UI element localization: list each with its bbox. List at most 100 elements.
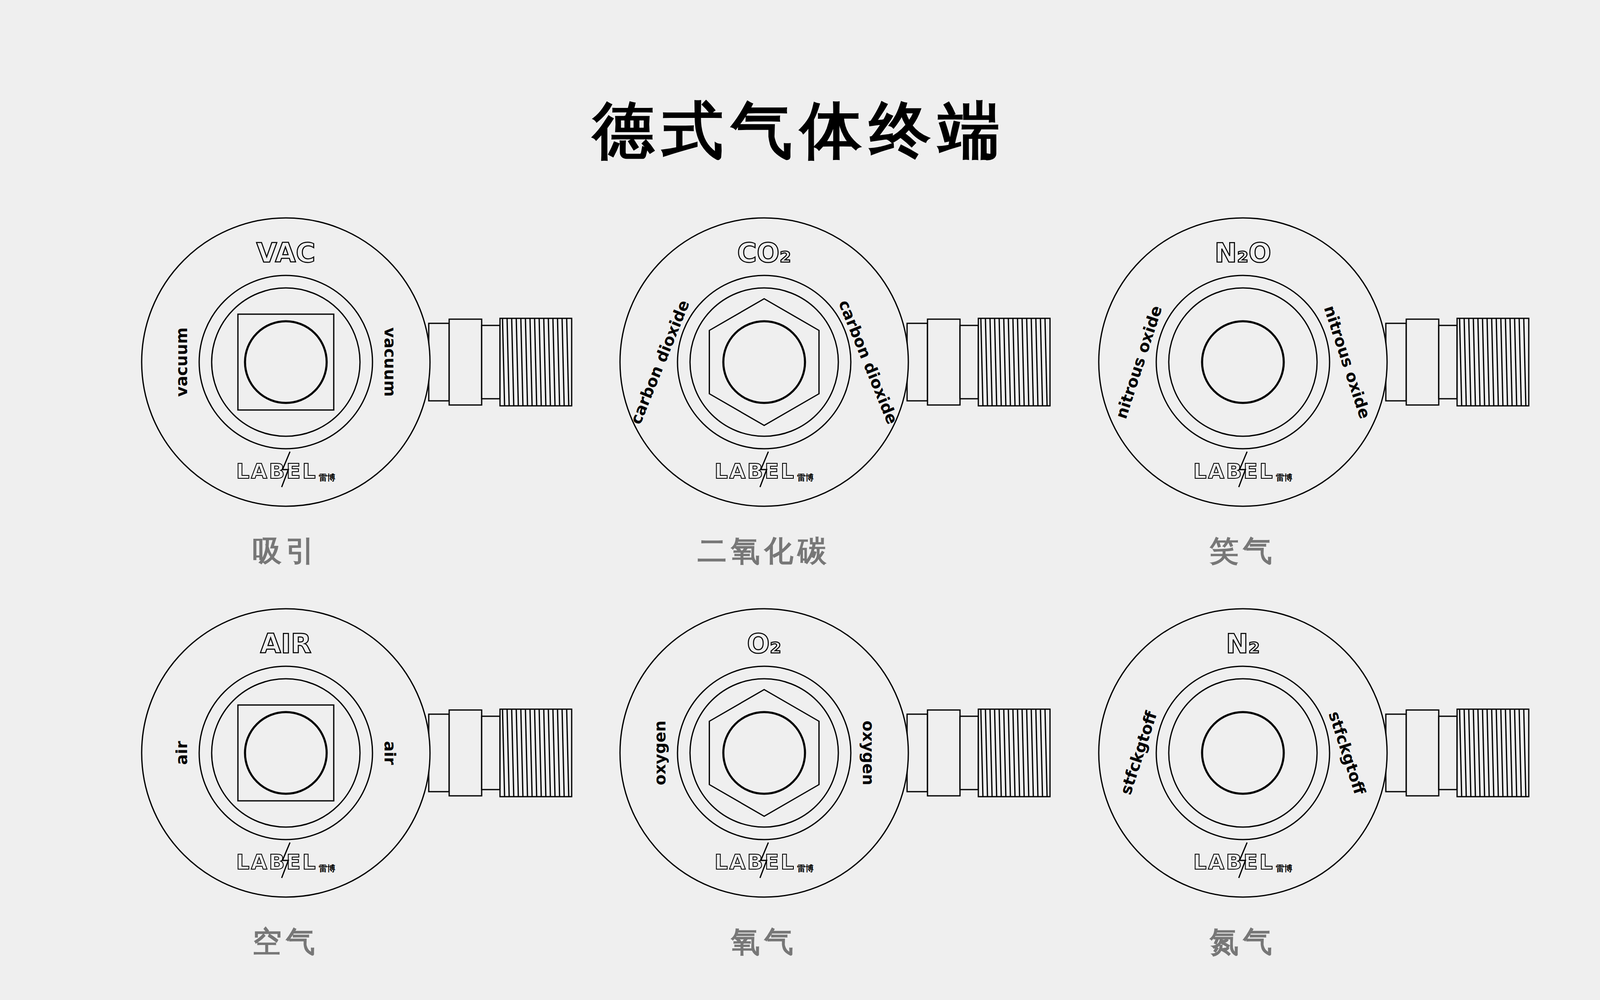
gas-caption: 吸引 <box>252 536 320 566</box>
thread-line <box>1031 709 1034 797</box>
thread-line <box>1500 709 1503 797</box>
gas-caption: 二氧化碳 <box>697 536 831 566</box>
brand-logo: LABEL雷博 <box>1193 851 1293 873</box>
thread-line <box>557 318 560 406</box>
thread-line <box>980 709 983 797</box>
thread-line <box>1482 318 1485 406</box>
shaft <box>960 716 979 790</box>
brand-logo-cn: 雷博 <box>1275 864 1293 873</box>
thread-line <box>530 709 533 797</box>
outer-ring <box>141 217 430 507</box>
brand-logo-text: LABEL <box>236 851 318 873</box>
gas-name: air <box>382 740 398 765</box>
square-key <box>237 705 334 801</box>
collar <box>449 710 482 796</box>
brand-logo-cn: 雷博 <box>318 473 336 482</box>
thread-line <box>1473 709 1476 797</box>
thread-line <box>539 709 542 797</box>
thread-line <box>548 709 551 797</box>
thread-line <box>511 318 514 406</box>
brand-logo-text: LABEL <box>714 851 796 873</box>
gas-caption: 空气 <box>252 927 320 957</box>
thread-line <box>507 318 510 406</box>
thread-line <box>1514 709 1517 797</box>
collar <box>1406 319 1439 405</box>
gas-caption: 氧气 <box>730 927 798 957</box>
hex-key <box>709 689 819 817</box>
thread-line <box>990 709 993 797</box>
thread-line <box>548 318 551 406</box>
thread-line <box>1510 709 1513 797</box>
thread-line <box>1464 709 1467 797</box>
thread-line <box>525 709 528 797</box>
gas-formula: N₂ <box>1225 630 1260 658</box>
thread-line <box>1017 709 1020 797</box>
inner-ring <box>1168 287 1318 437</box>
thread-line <box>999 709 1002 797</box>
inner-ring <box>211 287 360 437</box>
brand-logo: LABEL雷博 <box>1193 460 1293 482</box>
brand-logo-cn: 雷博 <box>797 473 814 482</box>
thread-line <box>1026 709 1029 797</box>
brand-logo-cn: 雷博 <box>797 864 814 873</box>
thread-line <box>1496 709 1499 797</box>
inner-ring <box>211 678 360 828</box>
thread-line <box>530 318 533 406</box>
thread-line <box>1514 318 1517 406</box>
thread-body <box>500 318 572 406</box>
shaft <box>481 716 500 790</box>
thread-line <box>1040 318 1043 406</box>
thread-line <box>1468 318 1471 406</box>
shaft <box>1438 716 1458 790</box>
thread-line <box>534 709 537 797</box>
socket-hole <box>723 321 805 403</box>
thread-line <box>502 318 505 406</box>
inner-ring <box>677 666 851 840</box>
gas-name: vacuum <box>173 327 190 398</box>
thread-line <box>1487 318 1490 406</box>
thread-line <box>1035 709 1038 797</box>
thread-body <box>978 709 1050 797</box>
gas-terminal: LABEL雷博O₂oxygenoxygen氧气 <box>619 607 910 898</box>
thread-line <box>985 709 988 797</box>
thread-line <box>999 318 1002 406</box>
thread-line <box>1045 709 1048 797</box>
thread-line <box>1031 318 1034 406</box>
thread-line <box>1491 709 1494 797</box>
thread-line <box>543 709 546 797</box>
thread-line <box>520 709 523 797</box>
thread-line <box>1505 709 1508 797</box>
thread-line <box>1464 318 1467 406</box>
thread-line <box>511 709 514 797</box>
gas-caption: 氮气 <box>1209 927 1277 957</box>
square-key <box>237 314 334 410</box>
thread-body <box>978 318 1050 406</box>
thread-line <box>525 318 528 406</box>
outer-ring <box>620 608 909 898</box>
socket-hole <box>245 712 327 794</box>
gas-formula: CO₂ <box>737 239 791 267</box>
thread-line <box>994 709 997 797</box>
brand-logo-text: LABEL <box>1193 460 1275 482</box>
thread-body <box>1457 318 1529 406</box>
socket-hole <box>723 712 805 794</box>
thread-line <box>502 709 505 797</box>
brand-logo-text: LABEL <box>714 460 796 482</box>
thread-line <box>1008 709 1011 797</box>
gas-formula: AIR <box>260 630 312 658</box>
outer-ring <box>141 608 430 898</box>
thread-line <box>980 318 983 406</box>
brand-logo-text: LABEL <box>1193 851 1275 873</box>
inner-ring <box>677 275 851 449</box>
thread-line <box>1008 318 1011 406</box>
thread-line <box>534 318 537 406</box>
gas-formula: VAC <box>256 239 316 267</box>
outer-ring <box>1098 608 1388 898</box>
thread-line <box>1523 318 1526 406</box>
thread-line <box>507 709 510 797</box>
thread-line <box>1523 709 1526 797</box>
gas-terminal: LABEL雷博CO₂carbon dioxidecarbon dioxide二氧… <box>619 217 910 508</box>
thread-line <box>1505 318 1508 406</box>
thread-line <box>1459 709 1462 797</box>
